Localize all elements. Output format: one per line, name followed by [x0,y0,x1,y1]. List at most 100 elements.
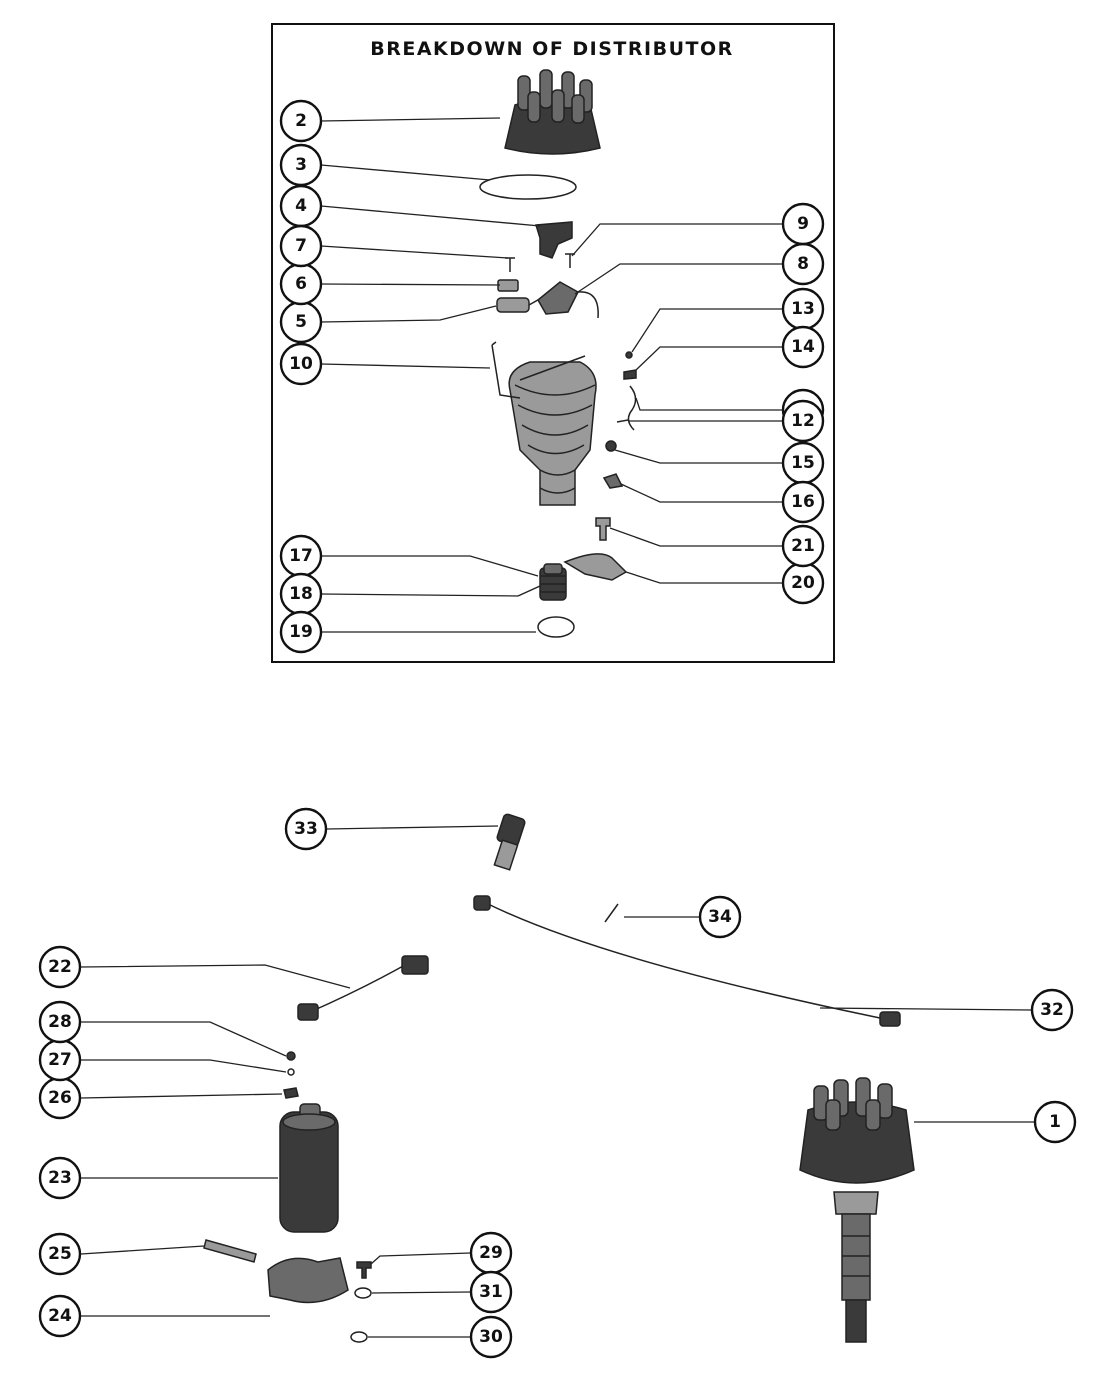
svg-text:20: 20 [791,573,815,593]
washer-31-part [354,1287,372,1299]
callout-21: 21 [781,524,825,568]
screw-9-part [565,253,575,268]
washer-26-part [283,1087,299,1099]
svg-text:22: 22 [48,957,72,977]
callout-8: 8 [781,242,825,286]
svg-text:7: 7 [295,236,307,256]
svg-text:4: 4 [295,196,307,216]
callout-22: 22 [38,945,82,989]
callout-31: 31 [469,1270,513,1314]
svg-text:33: 33 [294,819,318,839]
callout-20: 20 [781,561,825,605]
svg-text:19: 19 [289,622,313,642]
callout-16: 16 [781,480,825,524]
callout-30: 30 [469,1315,513,1359]
svg-text:5: 5 [295,312,307,332]
callout-32: 32 [1030,988,1074,1032]
coil-bracket-part [267,1257,349,1304]
spark-plug-part [493,813,526,871]
callout-10: 10 [279,342,323,386]
screw-13-part [625,351,633,359]
callout-19: 19 [279,610,323,654]
callout-12: 12 [781,399,825,443]
svg-text:29: 29 [479,1243,503,1263]
distributor-assembly-part [799,1077,915,1343]
breakdown-title: BREAKDOWN OF DISTRIBUTOR [370,38,734,60]
cap-gasket-part [479,174,577,200]
callout-25: 25 [38,1232,82,1276]
leader-lines [80,117,1034,1338]
washer-30-part [350,1331,368,1343]
clip-6-part [497,279,519,292]
callout-1: 1 [1033,1100,1077,1144]
plate-20-part [563,553,628,581]
svg-text:18: 18 [289,584,313,604]
washer-19-part [537,616,575,638]
callout-33: 33 [284,807,328,851]
svg-text:23: 23 [48,1168,72,1188]
svg-text:16: 16 [791,492,815,512]
nut-28-part [286,1051,296,1061]
svg-text:21: 21 [791,536,815,556]
svg-text:15: 15 [791,453,815,473]
svg-text:27: 27 [48,1050,72,1070]
screw-29-part [356,1261,372,1279]
svg-text:6: 6 [295,274,307,294]
washer-27-part [287,1068,295,1076]
screw-12-part [616,419,629,423]
svg-text:12: 12 [791,411,815,431]
callout-23: 23 [38,1156,82,1200]
svg-text:26: 26 [48,1088,72,1108]
breakdown-frame [271,23,835,663]
callout-9: 9 [781,202,825,246]
svg-text:31: 31 [479,1282,503,1302]
callout-15: 15 [781,441,825,485]
part-15 [605,440,617,452]
bolt-25-part [203,1239,257,1263]
callout-29: 29 [469,1231,513,1275]
distributor-housing-part [491,341,597,506]
callout-17: 17 [279,534,323,578]
callout-24: 24 [38,1294,82,1338]
svg-text:17: 17 [289,546,313,566]
breaker-points-part [537,281,579,315]
callout-3: 3 [279,143,323,187]
svg-text:13: 13 [791,299,815,319]
callout-13: 13 [781,287,825,331]
callout-34: 34 [698,895,742,939]
svg-text:34: 34 [708,907,732,927]
callout-4: 4 [279,184,323,228]
svg-text:28: 28 [48,1012,72,1032]
svg-text:14: 14 [791,337,815,357]
distributor-cap-part [504,69,601,155]
callout-26: 26 [38,1076,82,1120]
ignition-coil-part [279,1103,339,1233]
screw-7-part [505,257,515,272]
svg-text:24: 24 [48,1306,72,1326]
svg-text:25: 25 [48,1244,72,1264]
washer-14-part [623,369,637,380]
svg-text:3: 3 [295,155,307,175]
callout-6: 6 [279,262,323,306]
svg-text:2: 2 [295,111,307,131]
svg-text:30: 30 [479,1327,503,1347]
coil-lead-part [297,955,429,1021]
callout-18: 18 [279,572,323,616]
drive-gear-part [539,563,567,601]
callout-14: 14 [781,325,825,369]
svg-text:32: 32 [1040,1000,1064,1020]
svg-text:9: 9 [797,214,809,234]
pin-18-part [517,585,541,597]
svg-text:10: 10 [289,354,313,374]
ignition-lead-part [473,895,901,1027]
callout-27: 27 [38,1038,82,1082]
callout-5: 5 [279,300,323,344]
condenser-part [496,297,530,313]
pin-34-part [604,903,619,923]
svg-text:8: 8 [797,254,809,274]
callout-28: 28 [38,1000,82,1044]
rotor-part [535,221,573,259]
bolt-21-part [595,517,611,541]
spring-11-part [627,385,637,431]
